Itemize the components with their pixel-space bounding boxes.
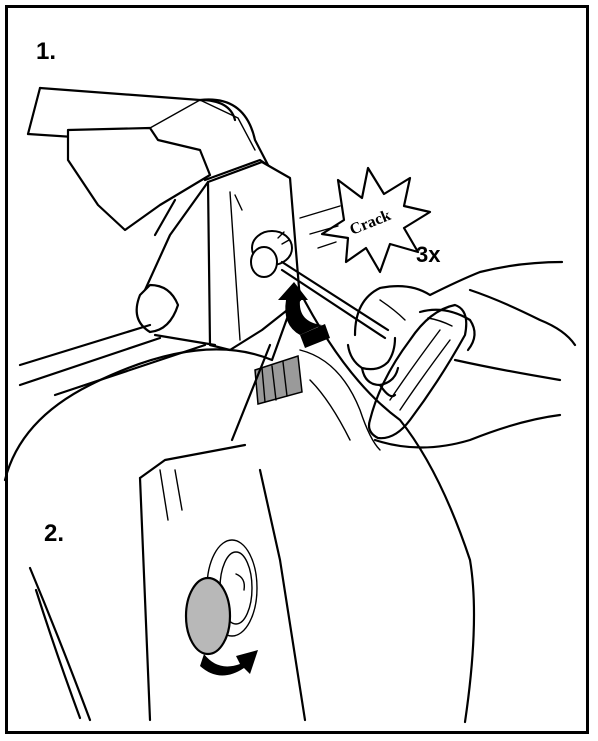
repeat-count-label: 3x xyxy=(416,242,441,267)
screwdriver xyxy=(282,262,466,438)
curved-arrow-icon xyxy=(278,282,330,348)
seat-frame xyxy=(20,88,380,450)
step-1-label: 1. xyxy=(36,40,56,64)
rivet-cap-step2 xyxy=(186,578,230,654)
crack-burst: Crack xyxy=(300,168,430,272)
zoom-detail-frame xyxy=(30,445,305,720)
step-2-label: 2. xyxy=(44,522,64,546)
